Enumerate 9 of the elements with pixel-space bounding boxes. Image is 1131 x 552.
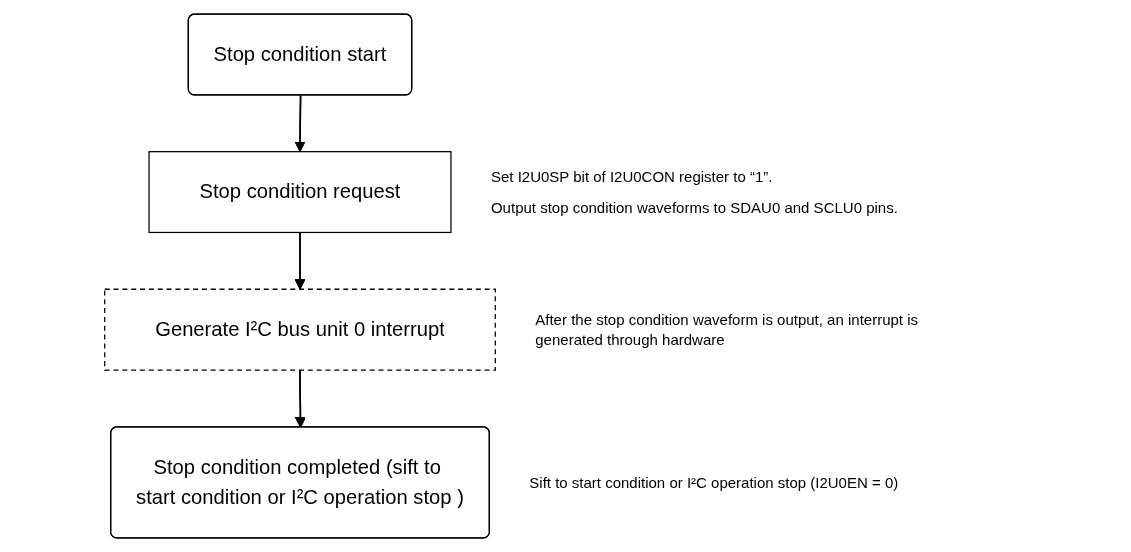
- note-text: Output stop condition waveforms to SDAU0 and SCLU0 pins.: [490, 198, 899, 218]
- note-text: After the stop condition waveform is output, an interrupt is generated through hardware: [535, 310, 919, 350]
- arrow: [294, 231, 306, 290]
- arrow: [294, 94, 306, 153]
- node-box: Generate I²C bus unit 0 interrupt: [104, 288, 496, 371]
- node-box: Stop condition request: [148, 151, 452, 234]
- arrow: [294, 369, 306, 428]
- note-text: Sift to start condition or I²C operation stop (I2U0EN = 0): [529, 472, 900, 493]
- note-text: Set I2U0SP bit of I2U0CON register to “1”.: [490, 166, 774, 187]
